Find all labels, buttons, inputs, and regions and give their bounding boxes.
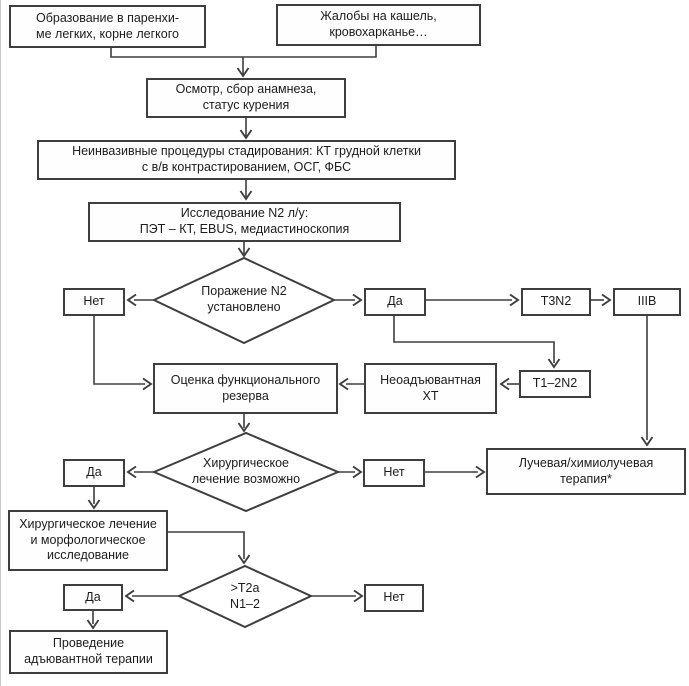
arrowhead-left-icon [499,377,510,391]
node-radiochemotherapy: Лучевая/химиолучевая терапия* [486,448,686,495]
arrowhead-down-icon [547,358,561,369]
arrowhead-down-icon [239,190,253,201]
arrowhead-down-icon [237,554,251,565]
node-no-3: Нет [364,584,424,612]
arrowhead-down-icon [237,247,251,258]
node-functional-reserve: Оценка функционального резерва [153,363,338,414]
arrowhead-right-icon [352,465,363,479]
node-t3n2: Т3N2 [521,288,591,316]
arrowhead-down-icon [236,67,250,78]
node-yes-3: Да [63,584,123,611]
arrowhead-down-icon [239,129,253,140]
arrowhead-down-icon [640,436,654,447]
arrowhead-right-icon [353,589,364,603]
node-lung-formation: Образование в паренхи- ме легких, корне … [9,5,206,48]
node-adjuvant-therapy: Проведение адъювантной терапии [9,630,168,674]
arrowhead-down-icon [86,619,100,630]
arrowhead-right-icon [142,377,153,391]
node-stage-iiib: IIIB [613,288,681,316]
arrowhead-left-icon [124,589,135,603]
arrowhead-right-icon [601,293,612,307]
node-no-2: Нет [363,459,425,487]
node-complaints: Жалобы на кашель, кровохарканье… [276,4,481,46]
node-noninvasive-staging: Неинвазивные процедуры стадирования: КТ … [37,140,456,180]
decision-diamond-t2a [176,564,314,629]
node-n2-study: Исследование N2 л/у: ПЭТ – КТ, EBUS, мед… [88,202,401,242]
edge-no1-assess [93,316,145,385]
node-surgical-treatment: Хирургическое лечение и морфологическое … [8,510,168,571]
node-yes-1: Да [364,288,426,316]
arrowhead-right-icon [509,293,520,307]
decision-diamond-n2 [151,256,337,345]
edge-surgery-decision3 [168,531,245,559]
node-t1-2n2: Т1–2N2 [519,370,591,398]
decision-diamond-surgery [151,431,341,513]
arrowhead-right-icon [475,465,486,479]
node-no-1: Нет [63,288,125,316]
arrowhead-left-icon [126,465,137,479]
arrowhead-down-icon [237,422,251,433]
arrowhead-right-icon [352,293,363,307]
node-examination: Осмотр, сбор анамнеза, статус курения [146,78,346,118]
arrowhead-down-icon [87,499,101,510]
arrowhead-left-icon [126,293,137,307]
arrowhead-left-icon [338,377,349,391]
edge-yes1-t12n2 [393,316,555,363]
node-neoadjuvant-chemo: Неоадъювантная ХТ [364,363,497,414]
node-yes-2: Да [63,459,125,487]
